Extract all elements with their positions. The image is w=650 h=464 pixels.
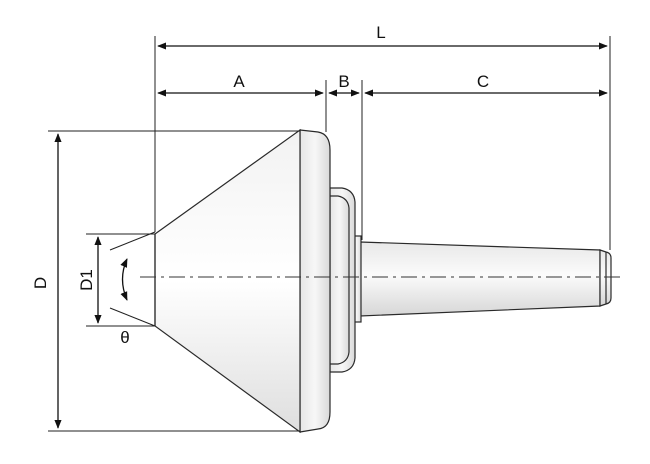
tapered-shank bbox=[359, 241, 601, 317]
label-theta: θ bbox=[120, 328, 129, 347]
dimension-A: A bbox=[157, 72, 324, 97]
dimension-theta: θ bbox=[120, 258, 130, 347]
part-body bbox=[154, 128, 612, 434]
dimension-B: B bbox=[328, 72, 360, 97]
label-D: D bbox=[31, 277, 50, 289]
label-B: B bbox=[338, 72, 349, 91]
label-A: A bbox=[233, 72, 245, 91]
dimension-D: D bbox=[31, 133, 62, 429]
extension-lines bbox=[48, 36, 611, 432]
dimension-L: L bbox=[157, 23, 608, 50]
label-D1: D1 bbox=[77, 269, 96, 291]
cone bbox=[154, 128, 301, 434]
dimension-C: C bbox=[364, 72, 608, 97]
label-L: L bbox=[376, 23, 385, 42]
cone-rear-face bbox=[299, 129, 331, 433]
dimension-D1: D1 bbox=[77, 236, 102, 324]
label-C: C bbox=[477, 72, 489, 91]
flange-ring-inner bbox=[329, 195, 350, 365]
